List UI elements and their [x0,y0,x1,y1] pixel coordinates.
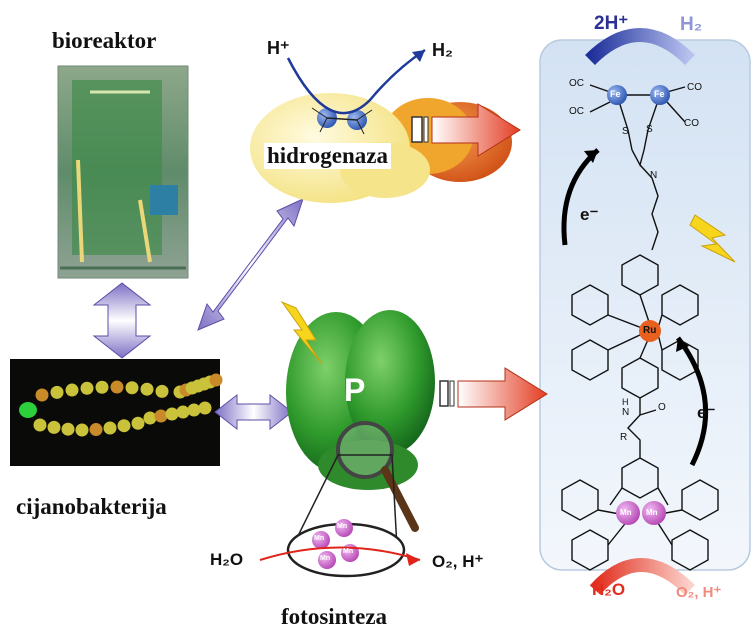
mn-cluster-label-1: Mn [314,535,325,542]
cyanobacteria-cell [33,418,47,432]
cyanobacteria-cell [187,403,201,417]
ruthenium-label: Ru [643,325,657,336]
mn-cluster-label-4: Mn [343,548,354,555]
iron-label-left: Fe [610,89,621,99]
catalyst-top-product: H₂ [680,14,703,35]
cyanobacteria-cell [65,383,79,397]
electron-label-bottom: e⁻ [697,403,716,422]
cyanobacteria-photosystem-arrow [214,393,293,431]
cyanobacteria-cell [209,373,223,387]
hydrogenase-reactant: H⁺ [267,38,290,58]
hydrogenase-label: hidrogenaza [264,143,391,169]
cyanobacteria-cell [165,407,179,421]
carbonyl-label-3: CO [687,82,702,93]
magnifier-icon [259,421,421,578]
cyanobacteria-cell [47,420,61,434]
iron-label-right: Fe [654,89,665,99]
bioreactor-photo [57,65,189,279]
carbonyl-label-2: OC [569,106,584,117]
cyanobacteria-cell [89,423,103,437]
amide-nitrogen-label: N [622,407,630,418]
cyanobacteria-cell [117,419,131,433]
cyanobacteria-cell [143,411,157,425]
cyanobacteria-cell [35,388,49,402]
iron-atom-right [650,85,670,105]
r-group-label: R [620,432,628,443]
photosystem-letter: P [344,372,366,408]
manganese-atom-right [642,501,666,525]
cyanobacteria-cell [155,384,169,398]
photosynthesis-label: fotosinteza [281,604,388,629]
cyanobacteria-cell [50,385,64,399]
cyanobacteria-label: cijanobakterija [16,494,167,519]
catalyst-bottom-reactant: H₂O [592,580,626,599]
bioreactor-cyanobacteria-arrow [92,282,152,359]
carbonyl-label-4: CO [684,118,699,129]
catalyst-molecule [561,28,719,596]
manganese-label-right: Mn [646,508,658,517]
sulfur-label-left: S [622,126,629,137]
mn-cluster-label-2: Mn [337,523,348,530]
cyanobacteria-cell [110,380,124,394]
photosystem-reactant: H₂O [210,550,244,569]
cyanobacteria-cell [140,382,154,396]
carbonyl-label-1: OC [569,78,584,89]
lightning-icon [280,300,323,365]
hydrogenase-product: H₂ [432,40,453,60]
hydrogenase-output-arrow [411,103,521,157]
catalyst-lightning-icon [689,214,736,263]
cyanobacteria-cell [131,416,145,430]
cyanobacteria-image [10,359,223,466]
oxygen-label-amide: O [658,402,666,413]
ruthenium-atom [639,320,661,342]
cyanobacteria-cell [95,380,109,394]
manganese-atom-left [616,501,640,525]
cyanobacteria-hydrogenase-arrow [197,198,304,331]
cyanobacteria-cell [154,409,168,423]
cyanobacteria-cell [80,381,94,395]
catalyst-bottom-product: O₂, H⁺ [676,584,722,601]
photosystem-product: O₂, H⁺ [432,552,484,571]
cyanobacteria-cell [176,405,190,419]
iron-atom-left [607,85,627,105]
mn-cluster-label-3: Mn [320,555,331,562]
cyanobacteria-cell [198,401,212,415]
hydrogenase-reaction-arrow [286,48,426,115]
photosystem-output-arrow [439,367,548,421]
cyanobacteria-cell [75,423,89,437]
catalyst-top-reactant: 2H⁺ [594,13,629,34]
sulfur-label-right: S [646,124,653,135]
amide-h-label: H [622,397,629,407]
bioreactor-label: bioreaktor [52,28,157,53]
cyanobacteria-cell [61,422,75,436]
cyanobacteria-cell [103,421,117,435]
electron-label-top: e⁻ [580,205,599,224]
manganese-label-left: Mn [620,508,632,517]
nitrogen-label-top: N [650,170,658,181]
cyanobacteria-cell [125,381,139,395]
